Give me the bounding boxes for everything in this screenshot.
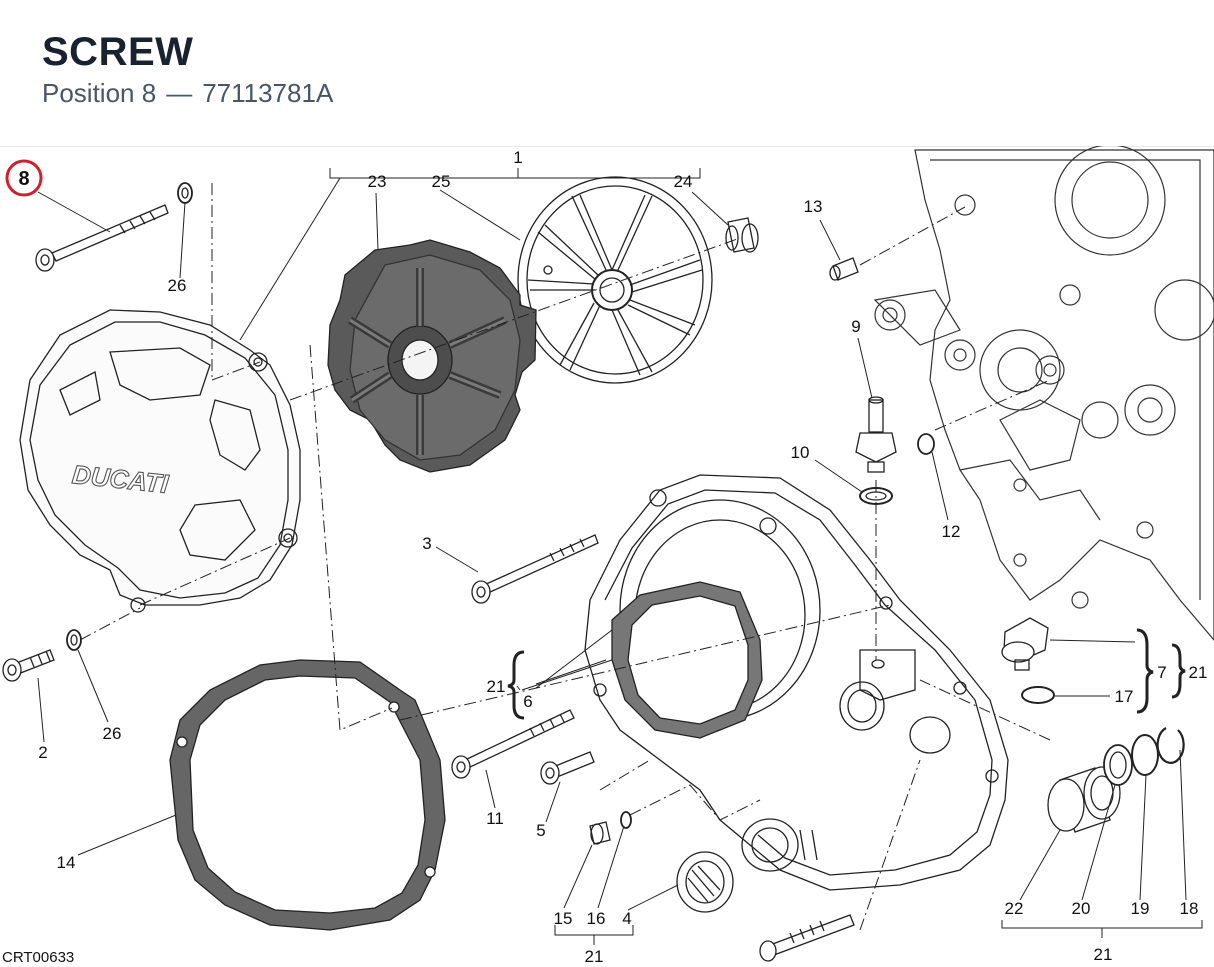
subtitle-separator: — xyxy=(166,78,193,108)
crankcase-body xyxy=(873,146,1214,641)
dowel-pin-13[interactable] xyxy=(829,257,859,281)
callout-18[interactable]: 18 xyxy=(1180,899,1199,918)
callout-26-bottom[interactable]: 26 xyxy=(103,724,122,743)
clutch-cover-1[interactable]: DUCATI xyxy=(19,309,301,613)
callout-10[interactable]: 10 xyxy=(791,443,810,462)
callout-23[interactable]: 23 xyxy=(368,172,387,191)
callout-17[interactable]: 17 xyxy=(1115,687,1134,706)
callout-8[interactable]: 8 xyxy=(18,168,29,190)
highlight-circle[interactable] xyxy=(5,159,43,197)
part-number: 77113781A xyxy=(202,78,334,108)
callout-4[interactable]: 4 xyxy=(622,909,631,928)
screw-3[interactable] xyxy=(471,534,599,604)
callout-labels: 1 23 25 24 13 26 9 10 12 3 21 6 11 5 2 2… xyxy=(2,148,1207,966)
callout-7[interactable]: 7 xyxy=(1157,663,1166,682)
page-header: SCREW Position 8 — 77113781A xyxy=(0,0,1214,147)
inner-cover-23[interactable] xyxy=(327,239,537,473)
seal-ring-6[interactable] xyxy=(611,581,763,739)
callout-21-right[interactable]: 21 xyxy=(1189,663,1208,682)
leader-lines xyxy=(37,168,1203,945)
oil-seal-4[interactable] xyxy=(676,851,734,913)
circlip-18[interactable] xyxy=(1156,727,1185,764)
callout-6[interactable]: 6 xyxy=(523,692,532,711)
callout-21-left[interactable]: 21 xyxy=(487,677,506,696)
callout-1[interactable]: 1 xyxy=(513,148,522,167)
oring-12[interactable] xyxy=(917,433,935,455)
gasket-14[interactable] xyxy=(169,659,446,931)
callout-15[interactable]: 15 xyxy=(554,909,573,928)
washer-26-bottom[interactable] xyxy=(66,629,82,651)
screw-2[interactable] xyxy=(2,649,55,682)
washer-26-top[interactable] xyxy=(177,182,193,204)
washer-16[interactable] xyxy=(620,811,632,829)
callout-21-bottom-left[interactable]: 21 xyxy=(585,947,604,966)
page-subtitle: Position 8 — 77113781A xyxy=(42,78,333,109)
screw-8[interactable] xyxy=(35,204,169,272)
sensor-9[interactable] xyxy=(855,396,897,473)
page-title: SCREW xyxy=(42,30,194,74)
plug-15[interactable] xyxy=(589,821,611,845)
callout-16[interactable]: 16 xyxy=(587,909,606,928)
callout-14[interactable]: 14 xyxy=(57,853,76,872)
outer-cover-25[interactable] xyxy=(517,176,713,384)
callout-24[interactable]: 24 xyxy=(674,172,693,191)
callout-26-top[interactable]: 26 xyxy=(168,276,187,295)
callout-11[interactable]: 11 xyxy=(486,809,504,828)
callout-2[interactable]: 2 xyxy=(38,743,47,762)
callout-12[interactable]: 12 xyxy=(942,522,961,541)
diagram-code: CRT00633 xyxy=(2,949,74,966)
callout-9[interactable]: 9 xyxy=(851,317,860,336)
plug-24[interactable] xyxy=(725,217,759,253)
callout-3[interactable]: 3 xyxy=(422,534,431,553)
ring-19[interactable] xyxy=(1131,734,1159,776)
exploded-parts-diagram: DUCATI xyxy=(2,146,1214,966)
callout-19[interactable]: 19 xyxy=(1131,899,1150,918)
brace-lines xyxy=(507,628,1186,720)
alignment-lines xyxy=(79,183,1051,931)
callout-22[interactable]: 22 xyxy=(1005,899,1024,918)
screw-11[interactable] xyxy=(451,709,575,779)
oring-17[interactable] xyxy=(1021,686,1055,704)
callout-25[interactable]: 25 xyxy=(432,172,451,191)
screw-5[interactable] xyxy=(540,751,595,785)
callout-20[interactable]: 20 xyxy=(1072,899,1091,918)
callout-21-bottom-right[interactable]: 21 xyxy=(1094,945,1113,964)
callout-5[interactable]: 5 xyxy=(536,821,545,840)
ring-20[interactable] xyxy=(1103,744,1133,786)
position-label: Position 8 xyxy=(42,78,157,108)
filler-plug[interactable] xyxy=(1001,617,1049,671)
callout-13[interactable]: 13 xyxy=(804,197,823,216)
screw-bottom[interactable] xyxy=(759,914,855,962)
